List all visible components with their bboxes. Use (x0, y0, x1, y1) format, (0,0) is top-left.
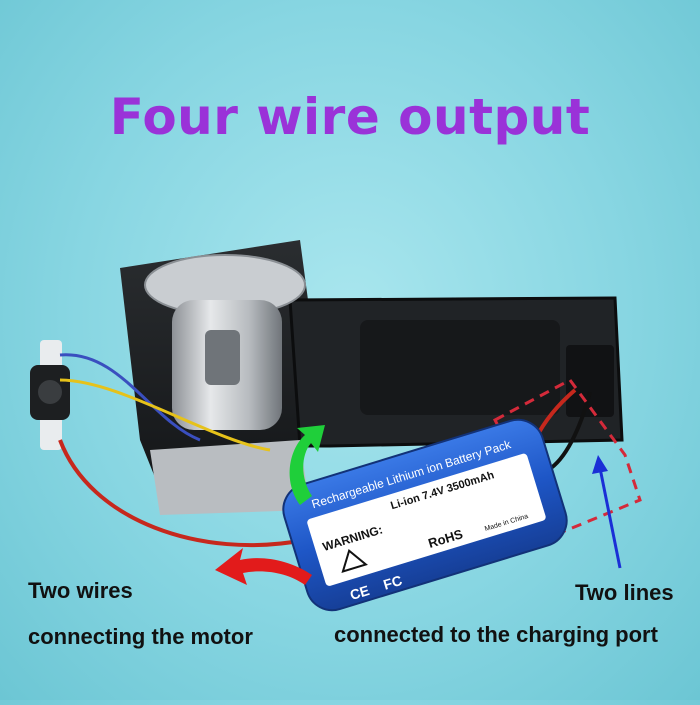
push-switch (30, 340, 70, 450)
wire-blue-switch (59, 353, 201, 442)
caption-motor-line1: Two wires (28, 578, 133, 603)
wire-black-charging (546, 391, 592, 472)
green-arrow-icon (289, 425, 325, 505)
charging-port-highlight-box (492, 378, 642, 537)
blue-arrowhead-icon (592, 455, 608, 474)
wire-red-motor (58, 439, 306, 548)
blue-arrow-icon (598, 467, 622, 569)
caption-charging-line1: Two lines (575, 580, 674, 605)
red-arrow-icon (215, 548, 312, 585)
motor-slot (205, 330, 240, 385)
motor-base-plate (150, 440, 310, 515)
caption-motor-line2: connecting the motor (28, 624, 253, 649)
warning-triangle-icon (341, 549, 368, 573)
wire-yellow-switch (59, 378, 271, 452)
fc-mark-icon: FC (381, 572, 404, 593)
caption-charging-line2: connected to the charging port (334, 622, 658, 647)
tray-cavity (360, 320, 560, 415)
page-title: Four wire output (109, 88, 591, 146)
ce-mark-icon: CE (348, 582, 371, 603)
charging-port (566, 345, 614, 417)
